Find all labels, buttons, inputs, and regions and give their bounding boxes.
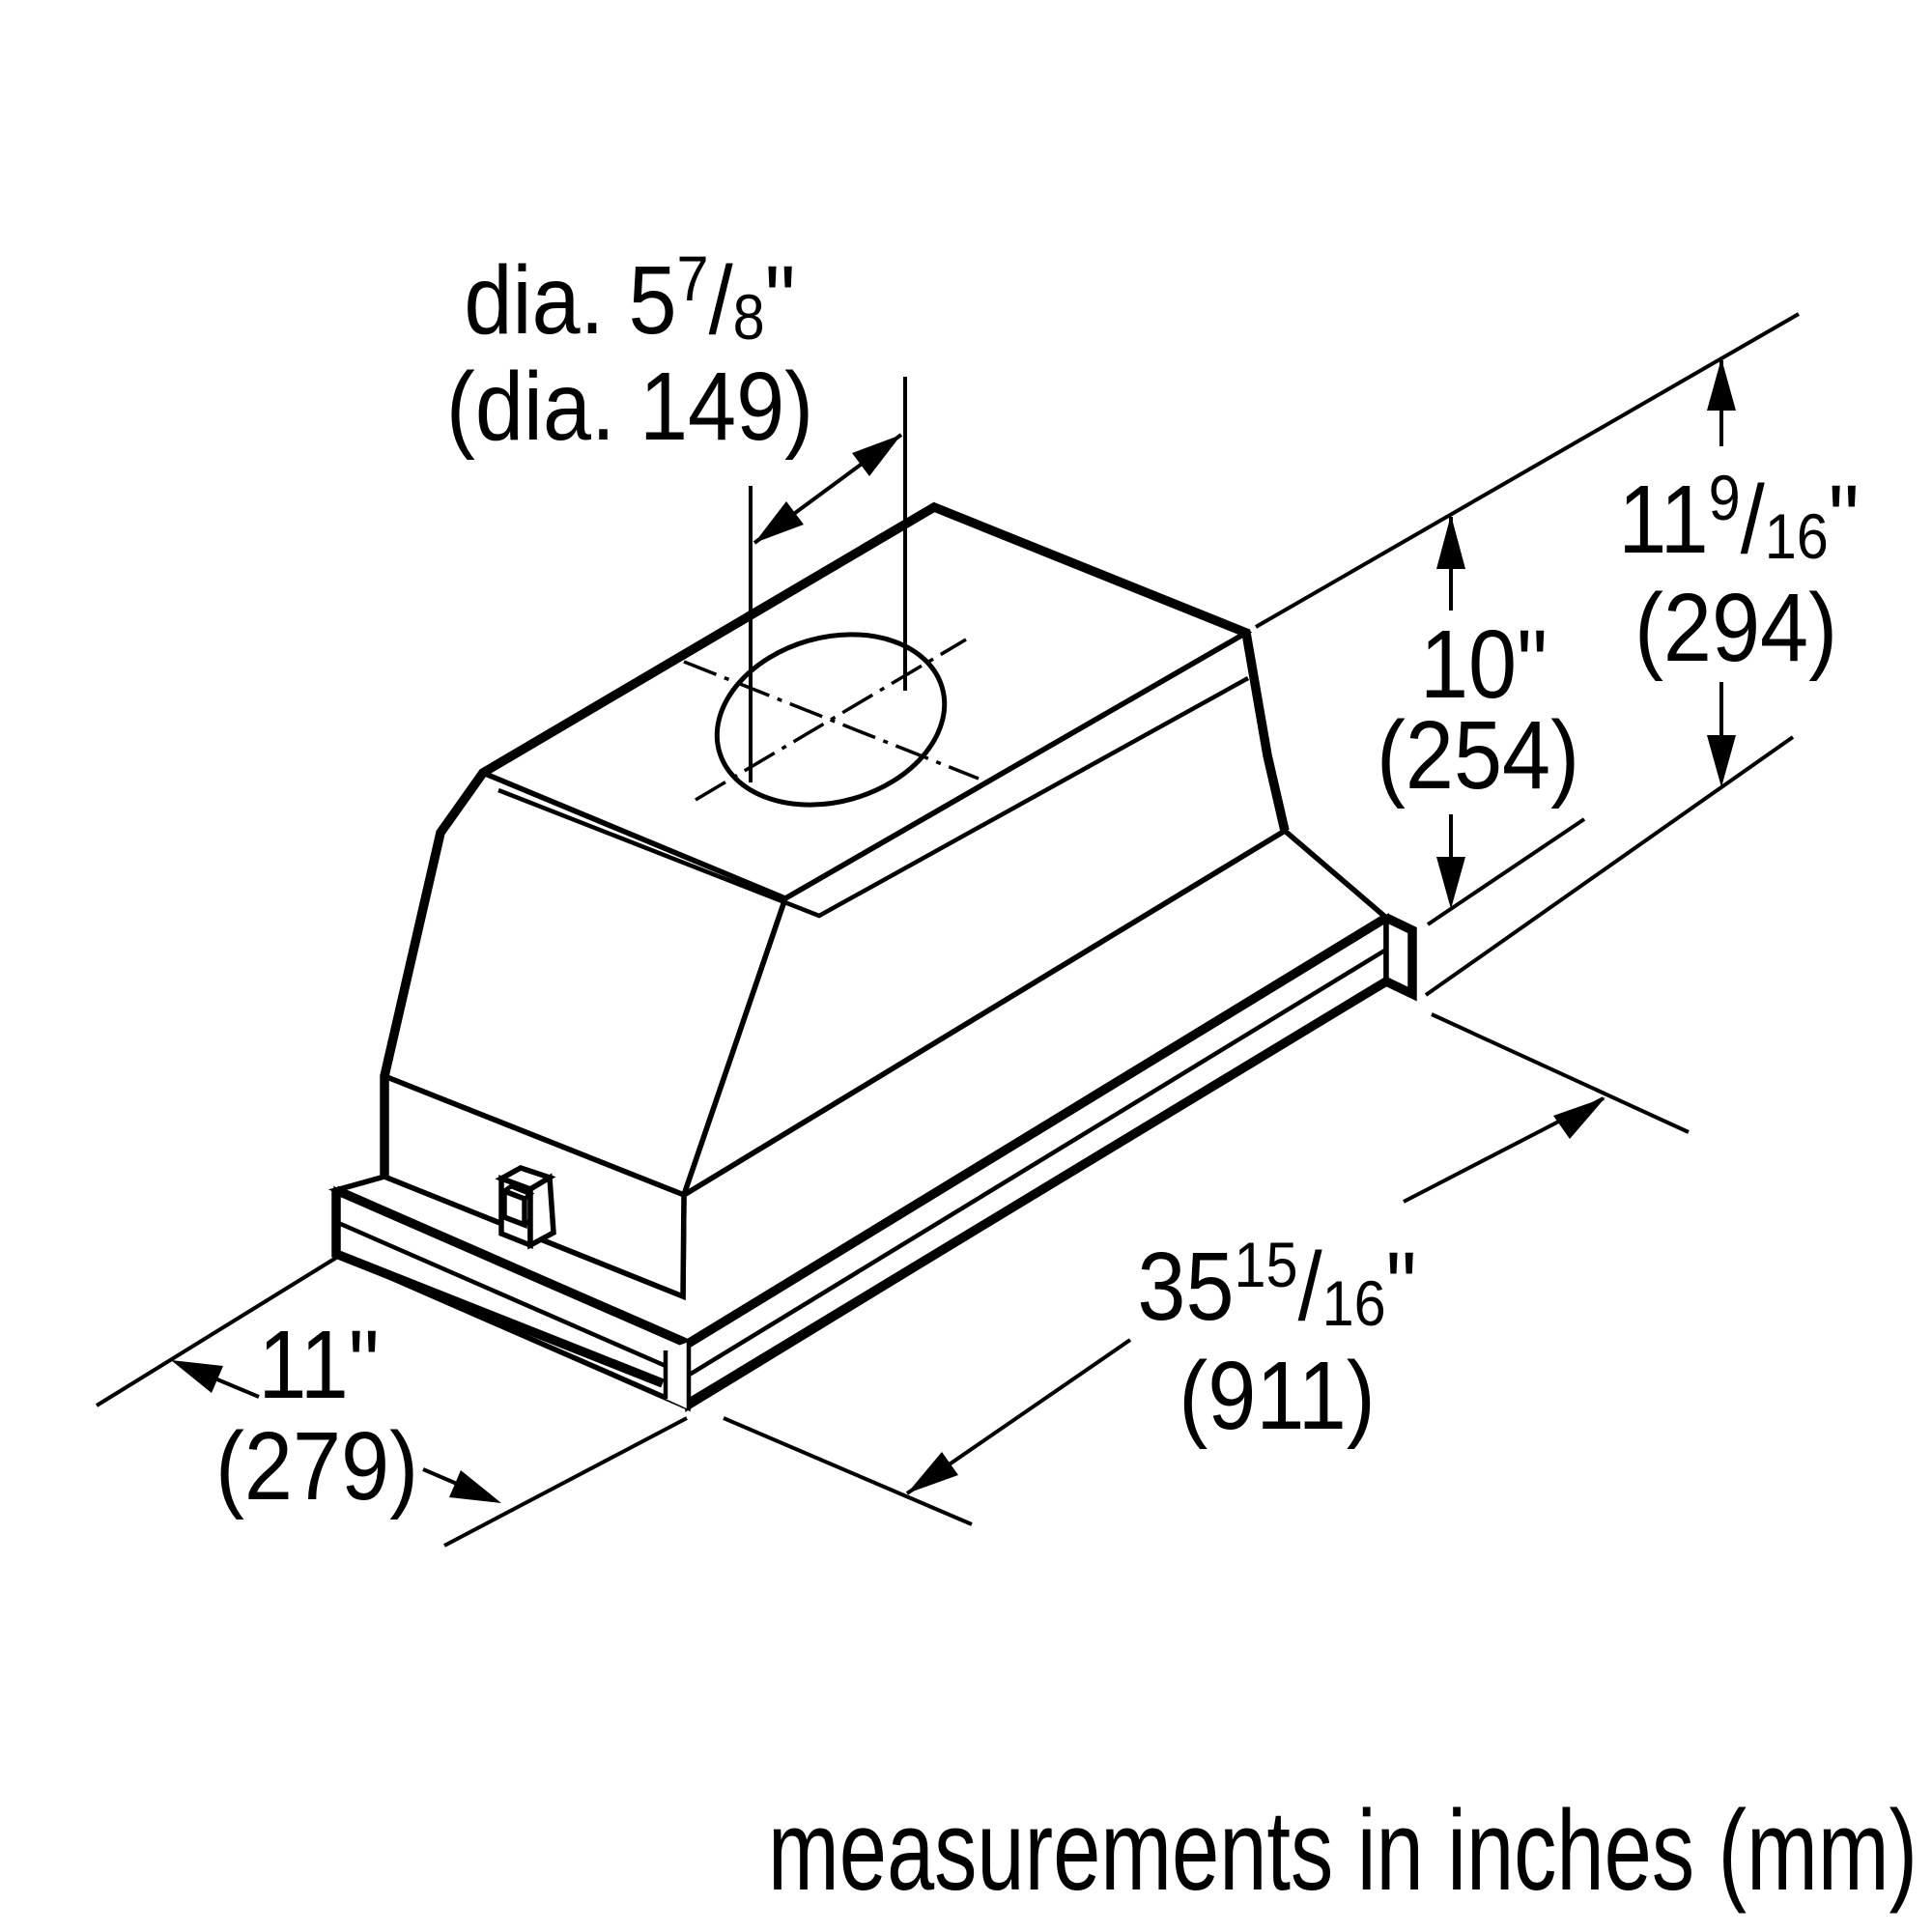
hood-body — [380, 501, 1290, 1301]
width-mm-label: (911) — [1179, 1343, 1375, 1450]
arrowhead — [1707, 735, 1736, 787]
dim-duct-diameter: dia. 57/8" (dia. 149) — [446, 243, 907, 782]
top-reference-line — [1255, 312, 1800, 629]
duct-centerline-length — [695, 638, 967, 802]
duct-diameter-mm-label: (dia. 149) — [446, 354, 813, 461]
depth-label: 11" — [258, 1312, 379, 1419]
dim-insert-height: 10" (254) — [1377, 515, 1579, 909]
arrowhead — [907, 1452, 958, 1493]
dim-width: 3515/16" (911) — [723, 1012, 1690, 1526]
bottom-flange — [327, 827, 1417, 1412]
extension-line — [95, 1256, 338, 1407]
depth-mm-label: (279) — [215, 1413, 418, 1520]
flange-front-step-line — [686, 948, 1388, 1378]
arrowhead — [1707, 358, 1736, 411]
arrowhead — [1436, 857, 1465, 909]
duct-circle — [714, 632, 948, 808]
extension-line — [1431, 1012, 1690, 1134]
arrowhead — [852, 435, 901, 476]
arrowhead — [171, 1360, 223, 1393]
top-seam-line — [497, 676, 1250, 919]
control-switch — [495, 1165, 556, 1250]
duct-diameter-label: dia. 57/8" — [464, 243, 795, 355]
switch-toggle-front — [501, 1187, 527, 1229]
arrowhead — [449, 1470, 501, 1503]
arrowhead — [754, 501, 804, 543]
dim-total-height: 119/16" (294) — [1618, 358, 1860, 787]
dimension-line — [216, 1378, 260, 1399]
total-height-mm-label: (294) — [1634, 575, 1837, 682]
extension-line — [723, 1416, 973, 1526]
flange-left-step-line — [335, 1219, 689, 1378]
switch-right — [527, 1173, 556, 1250]
dim-depth: 11" (279) — [95, 1256, 688, 1548]
units-note: measurements in inches (mm) — [768, 1788, 1918, 1915]
extension-line — [443, 1416, 688, 1548]
switch-toggle-right — [523, 1194, 533, 1227]
duct-centerline-depth — [683, 660, 980, 781]
arrowhead — [1436, 515, 1465, 569]
flange-top-reference-line — [1426, 817, 1586, 926]
total-height-label: 119/16" — [1618, 463, 1859, 574]
flange-bottom-reference-line — [1424, 735, 1795, 997]
insert-height-label: 10" — [1420, 611, 1548, 719]
hood-silhouette — [380, 501, 1290, 1177]
dimension-line — [422, 1467, 458, 1486]
height-reference-lines — [1255, 312, 1800, 997]
flange-corner-notch — [666, 1342, 689, 1409]
arrowhead — [1553, 1097, 1605, 1139]
width-label: 3515/16" — [1137, 1230, 1416, 1341]
duct-opening — [683, 632, 980, 808]
switch-toggle-top — [502, 1183, 535, 1201]
insert-height-mm-label: (254) — [1377, 702, 1579, 810]
